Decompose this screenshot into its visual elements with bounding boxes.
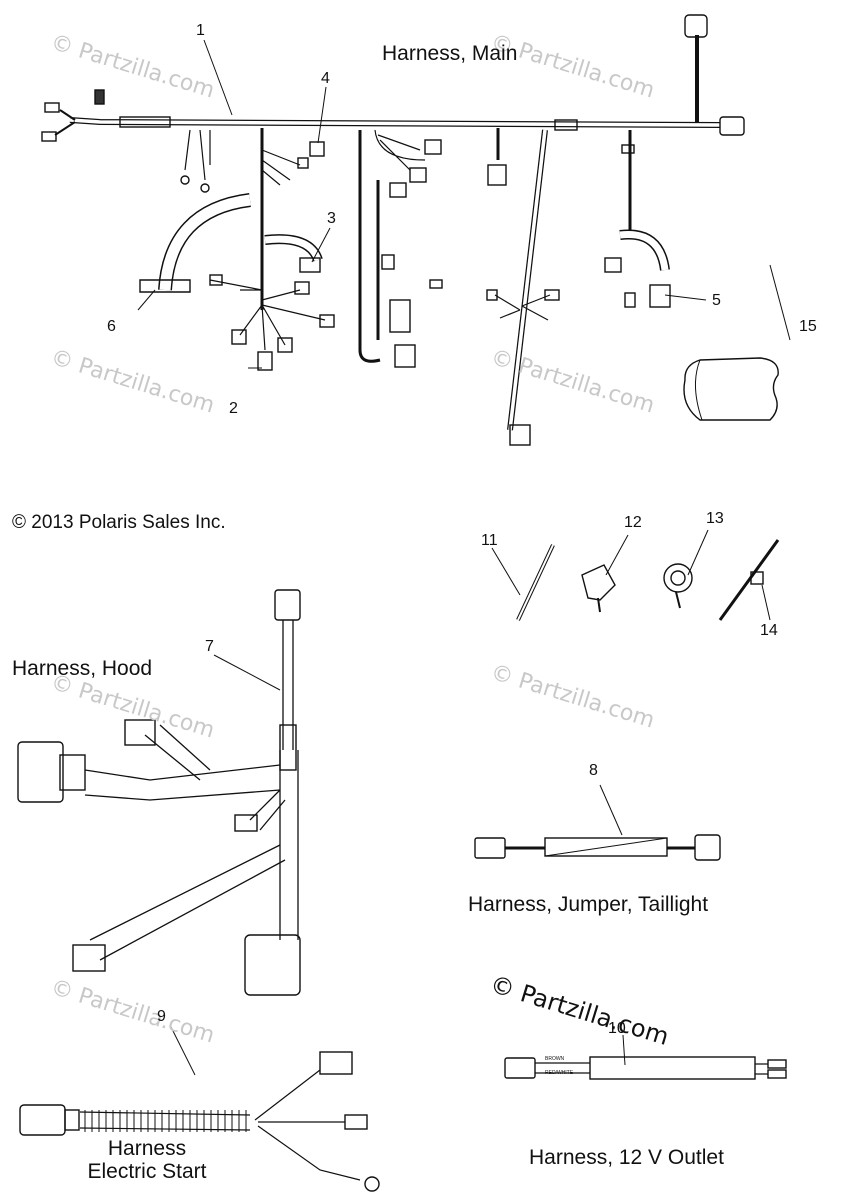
connector-item-2	[257, 351, 273, 371]
branch-connector-b	[209, 274, 223, 286]
hood-left-connector	[17, 741, 64, 803]
main-left-connector-a	[44, 102, 60, 113]
outlet-terminal-a	[767, 1059, 787, 1069]
branch-connector-e	[231, 329, 247, 345]
item-6-sleeve	[139, 279, 191, 293]
outlet-terminal-b	[767, 1069, 787, 1079]
branch-connector-s	[624, 292, 636, 308]
branch-connector-q	[544, 289, 560, 301]
main-right-connector	[719, 116, 745, 136]
electric-mid-terminal	[344, 1114, 368, 1130]
electric-top-connector	[319, 1051, 353, 1075]
callout-10: 10	[608, 1020, 626, 1037]
branch-connector-i	[389, 182, 407, 198]
branch-connector-c	[294, 281, 310, 295]
branch-connector-r	[604, 257, 622, 273]
main-sleeve-2	[554, 119, 578, 131]
item-14-tie	[750, 571, 764, 585]
callout-7: 7	[205, 638, 214, 655]
jumper-harness	[474, 834, 721, 861]
callout-2: 2	[229, 400, 238, 417]
jumper-right-connector	[694, 834, 721, 861]
connector-item-4	[309, 141, 325, 157]
jumper-left-connector	[474, 837, 506, 859]
branch-connector-a	[297, 157, 309, 169]
main-harness	[41, 14, 745, 446]
branch-connector-j	[389, 299, 411, 333]
callout-11: 11	[481, 532, 498, 549]
ring-terminal-a	[180, 175, 190, 185]
wire-label-brown: BROWN	[545, 1056, 565, 1062]
hood-bottom-connector	[244, 934, 301, 996]
branch-connector-n	[487, 164, 507, 186]
electric-start-harness	[19, 1051, 380, 1192]
connector-item-5	[649, 284, 671, 308]
branch-connector-m	[381, 254, 395, 270]
title-electric-start-line2: Electric Start	[87, 1160, 207, 1183]
main-left-connector-c	[94, 89, 105, 105]
hood-mid-connector	[234, 814, 258, 832]
item-13-clamp	[663, 563, 693, 593]
branch-connector-d	[319, 314, 335, 328]
callout-3: 3	[327, 210, 336, 227]
hood-top-connector	[274, 589, 301, 621]
outlet-sleeve	[589, 1056, 756, 1080]
callout-15: 15	[799, 318, 817, 335]
small-parts	[516, 539, 780, 621]
item-12-clip	[581, 564, 616, 601]
hood-bottom-left-connector	[72, 944, 106, 972]
callout-12: 12	[624, 514, 642, 531]
branch-connector-g	[424, 139, 442, 155]
callout-leaders	[137, 39, 791, 1076]
callout-13: 13	[706, 510, 724, 527]
ring-terminal-b	[200, 183, 210, 193]
branch-connector-f	[277, 337, 293, 353]
outlet-left-connector	[504, 1057, 536, 1079]
callout-1: 1	[196, 22, 205, 39]
main-left-connector-b	[41, 131, 57, 142]
outlet-harness	[504, 1056, 787, 1080]
connector-item-3	[299, 257, 321, 273]
branch-connector-l	[429, 279, 443, 289]
callout-5: 5	[712, 292, 721, 309]
main-sleeve-1	[119, 116, 171, 128]
electric-left-connector	[19, 1104, 66, 1136]
branch-connector-h	[409, 167, 427, 183]
title-outlet-harness: Harness, 12 V Outlet	[529, 1146, 724, 1169]
title-hood-harness: Harness, Hood	[12, 657, 153, 680]
callout-6: 6	[107, 318, 116, 335]
callout-9: 9	[157, 1008, 166, 1025]
electric-ring-terminal	[364, 1176, 380, 1192]
main-top-plug	[684, 14, 708, 38]
hood-harness	[17, 589, 301, 996]
copyright: © 2013 Polaris Sales Inc.	[12, 512, 226, 533]
branch-connector-p	[486, 289, 498, 301]
branch-clip	[621, 144, 635, 154]
branch-connector-k	[394, 344, 416, 368]
hood-upper-connector	[124, 719, 156, 746]
title-main-harness: Harness, Main	[382, 42, 518, 65]
title-jumper-harness: Harness, Jumper, Taillight	[468, 893, 709, 916]
item-15-sleeve	[683, 357, 779, 421]
callout-8: 8	[589, 762, 598, 779]
callout-4: 4	[321, 70, 330, 87]
callout-14: 14	[760, 622, 778, 639]
wire-label-red-white: RED/WHITE	[545, 1070, 574, 1076]
branch-connector-o	[509, 424, 531, 446]
title-electric-start-line1: Harness	[107, 1137, 187, 1160]
